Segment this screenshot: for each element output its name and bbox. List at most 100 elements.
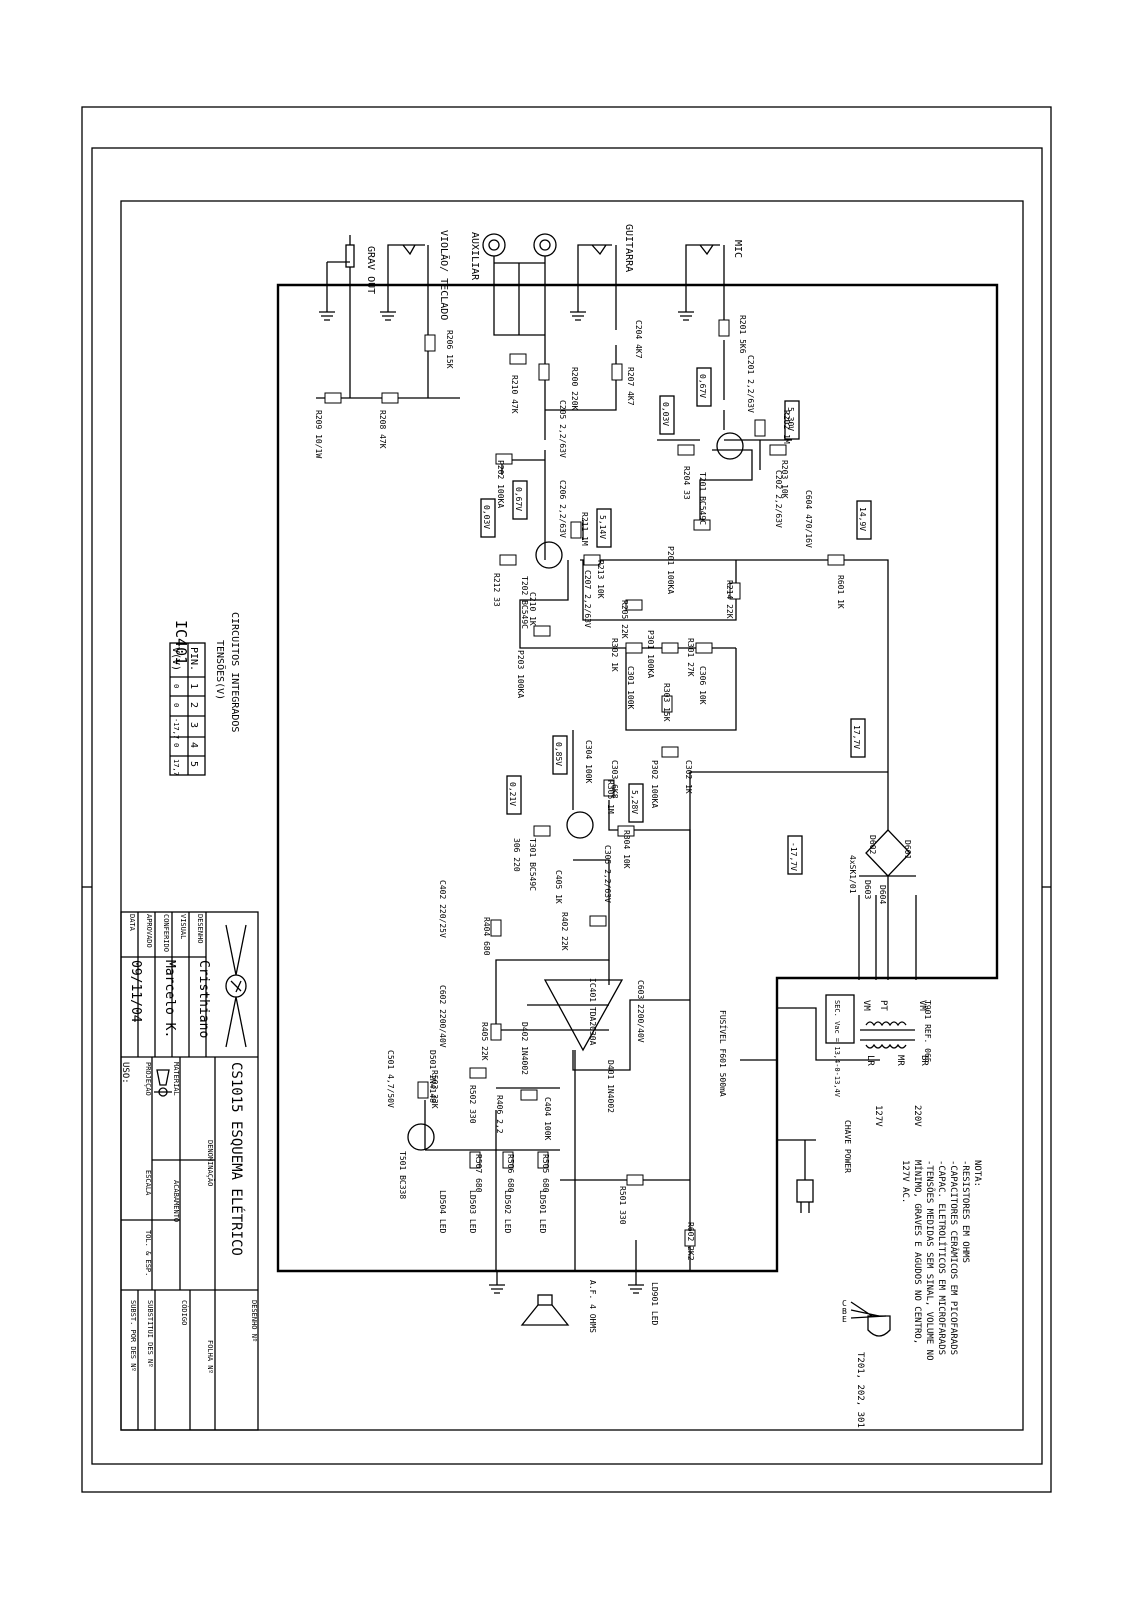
pin-b: B: [842, 1307, 847, 1316]
part-label: R212 33: [492, 573, 501, 607]
codigo-label: CÓDIGO: [180, 1300, 189, 1325]
pin-3: 3: [188, 722, 199, 728]
part-label: C602 2200/40V: [438, 985, 447, 1048]
part-label: C210 1K: [528, 592, 537, 626]
probe-voltage-label: 0,03V: [482, 505, 491, 529]
pin-1: 1: [188, 683, 199, 689]
probe-voltage-label: -17,7V: [789, 842, 798, 871]
part-label: R405 22K: [480, 1022, 489, 1061]
part-label: D501 1N4148: [428, 1050, 437, 1103]
part-label: C405 1K: [554, 870, 563, 904]
part-label: LD503 LED: [468, 1190, 477, 1234]
part-label: R602 2K2: [686, 1222, 695, 1261]
probe-voltage-label: 0,67V: [514, 487, 523, 511]
part-label: R211 1M: [580, 512, 589, 546]
pin-4: 4: [188, 742, 199, 748]
probe-voltage-label: 5,14V: [598, 515, 607, 539]
part-label: R201 5K6: [738, 315, 747, 354]
part-label: R601 1K: [836, 575, 845, 609]
note-line-1: -RESISTORES EM OHMS: [960, 1160, 970, 1263]
part-label: R203 10K: [780, 460, 789, 499]
note-line-3: -CAPAC. ELETROLÍTICOS EM MICROFARADS: [936, 1160, 948, 1355]
part-label: D401 1N4002: [606, 1060, 615, 1113]
part-label: D602: [868, 835, 877, 854]
part-label: IC401 TDA2030A: [588, 978, 597, 1046]
volt-5: 17,7: [172, 759, 180, 776]
violao-teclado-label: VIOLÃO/ TECLADO: [438, 230, 451, 320]
transformer-labels: SEC. Vac = 13,4-0-13,4V VM PT VM LR MR B…: [825, 994, 929, 1127]
part-label: R404 680: [482, 917, 491, 956]
transistor-pinout-icon: C B E: [842, 1299, 891, 1337]
part-label: P203 100KA: [516, 650, 525, 698]
note-line-6: 127V AC.: [900, 1160, 910, 1203]
part-label: A.F. 4 OHMS: [588, 1280, 597, 1333]
tap-vm-2: VM: [917, 1000, 927, 1011]
probe-voltage-box: 0,03V: [480, 498, 496, 538]
title-block: CS1015 ESQUEMA ELÉTRICO DENOMINAÇÃO DESE…: [120, 911, 259, 1431]
part-label: R214 22K: [725, 580, 734, 619]
components: [324, 319, 915, 1326]
part-label: C207 2,2/63V: [583, 570, 592, 628]
mic-label: MIC: [732, 240, 743, 258]
guitarra-label: GUITARRA: [623, 224, 634, 272]
note-line-5: MÍNIMO, GRAVES E AGUDOS NO CENTRO,: [912, 1160, 924, 1344]
part-label: C204 4K7: [634, 320, 643, 359]
part-label: R502 330: [468, 1085, 477, 1124]
part-label: R302 1K: [610, 638, 619, 672]
probe-voltage-label: 5,30V: [786, 407, 795, 431]
probe-voltage-label: 0,03V: [661, 402, 670, 426]
row-label-data: DATA: [128, 914, 136, 932]
outer-border: [81, 106, 1052, 1493]
part-label: LD504 LED: [438, 1190, 447, 1234]
desenho-no-label: DESENHO Nº: [250, 1300, 258, 1342]
title-text: CS1015 ESQUEMA ELÉTRICO: [228, 1062, 245, 1256]
probe-voltage-box: 5,14V: [596, 508, 612, 548]
tap-mr: MR: [895, 1055, 905, 1066]
part-label: C301 100K: [626, 666, 635, 710]
part-label: C205 2,2/63V: [558, 400, 567, 458]
part-label: R501 330: [618, 1186, 627, 1225]
part-label: R200 220K: [570, 367, 579, 411]
part-label: R406 2,2: [495, 1095, 504, 1134]
part-label: T901 REF. 065: [923, 1000, 932, 1063]
tap-lr: LR: [865, 1055, 875, 1066]
probe-voltage-box: 0,21V: [506, 775, 522, 815]
probe-voltage-box: 17,7V: [850, 718, 866, 758]
row-label-desenho: DESENHO: [196, 914, 204, 944]
part-label: FUSÍVEL F601 500mA: [718, 1010, 729, 1097]
probe-voltage-label: 5,28V: [630, 790, 639, 814]
wiring: [316, 285, 917, 1272]
acabamento-label: ACABAMENTO: [172, 1180, 180, 1222]
part-label: C304 100K: [584, 740, 593, 784]
part-label: R402 22K: [560, 912, 569, 951]
probe-voltage-box: 0,67V: [512, 480, 528, 520]
projecao-label: PROJEÇÃO: [144, 1062, 153, 1096]
row-value-conferido: Marcelo K.: [162, 960, 177, 1038]
note-line-4: -TENSÕES MEDIDAS SEM SINAL, VOLUME NO: [924, 1160, 936, 1360]
notes-block: NOTA: -RESISTORES EM OHMS -CAPACITORES C…: [842, 1160, 982, 1428]
ic-heading-2: TENSÕES(V): [214, 640, 227, 700]
input-jacks: GRAV OUT VIOLÃO/ TECLADO AUXILIAR GUITAR…: [326, 224, 743, 320]
probe-voltage-label: 17,7V: [852, 725, 861, 749]
part-label: D604: [878, 885, 887, 904]
part-label: T201 BC549C: [698, 472, 707, 525]
inner-border: [91, 147, 1043, 1465]
pin-row-label: PIN.: [188, 647, 199, 671]
probe-voltage-label: 0,85V: [554, 742, 563, 766]
pin-2: 2: [188, 702, 199, 708]
part-label: C404 100K: [543, 1097, 552, 1141]
tap-br: BR: [919, 1055, 929, 1066]
part-label: R202 1M: [782, 410, 791, 444]
mains-127v: 127V: [873, 1105, 883, 1127]
part-label: R209 10/1W: [314, 410, 323, 458]
part-label: C604 470/16V: [804, 490, 813, 548]
part-label: C306 10K: [698, 666, 707, 705]
probe-voltage-box: 0,67V: [696, 367, 712, 407]
part-label: 4xSK1/01: [848, 855, 857, 894]
part-label: R303 15K: [662, 683, 671, 722]
part-label: C305 2,2/63V: [603, 845, 612, 903]
probe-voltage-box: -17,7V: [787, 835, 803, 875]
part-label: R205 22K: [620, 600, 629, 639]
